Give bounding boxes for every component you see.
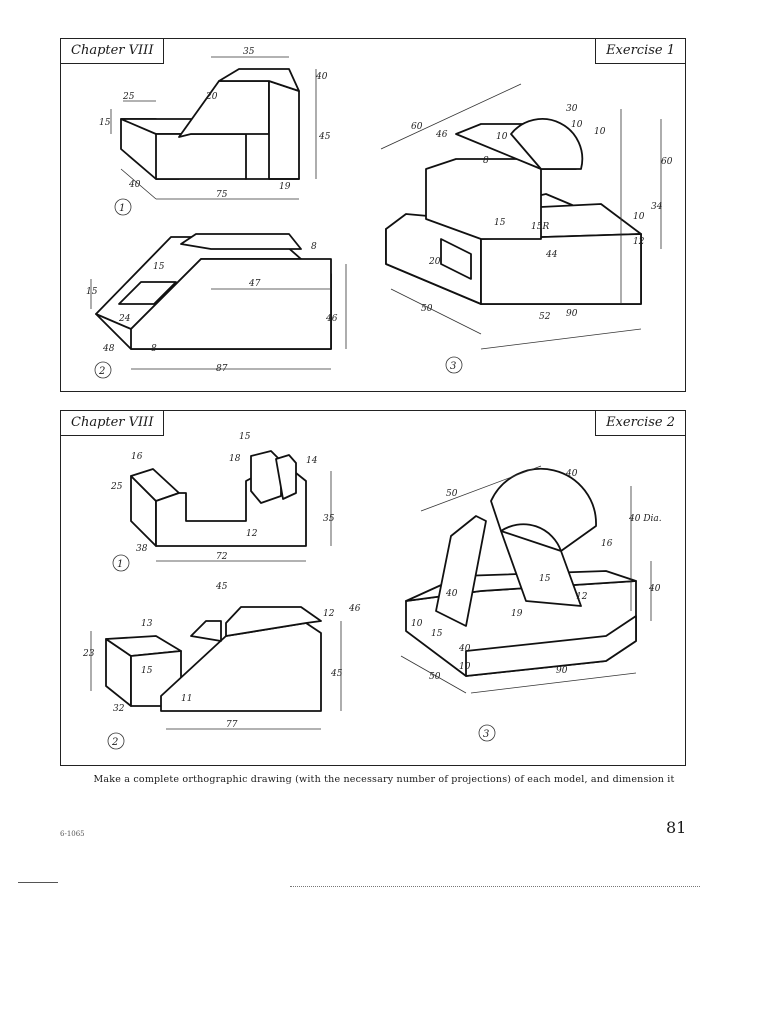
dimension-label: 40: [315, 72, 328, 82]
dimension-label: 16: [601, 539, 613, 549]
dimension-label: 10: [411, 619, 423, 629]
dimension-label: 10: [496, 132, 508, 142]
dimension-label: 50: [421, 304, 433, 314]
dimension-label: 20: [205, 92, 218, 102]
dimension-label: 12: [633, 237, 645, 247]
dimension-label: 30: [566, 104, 578, 114]
model-number: 2: [111, 737, 118, 748]
dimension-label: 46: [348, 604, 361, 614]
dimension-label: 15: [153, 262, 165, 272]
dimension-label: 25: [110, 482, 123, 492]
model-number: 2: [98, 366, 105, 377]
chapter-label: Chapter VIII: [60, 410, 165, 436]
chapter-label: Chapter VIII: [60, 38, 165, 64]
instruction-caption: Make a complete orthographic drawing (wi…: [93, 774, 675, 785]
margin-mark: [18, 882, 58, 883]
dimension-label: 46: [325, 314, 338, 324]
dimension-label: 8: [151, 344, 157, 354]
dimension-label: 12: [246, 529, 258, 539]
dimension-label: 40 Dia.: [628, 514, 662, 524]
dimension-label: 10: [459, 662, 471, 672]
print-code: 6-1065: [60, 830, 85, 838]
dimension-label: 45: [318, 132, 331, 142]
dimension-label: 18: [229, 454, 241, 464]
dimension-label: 15: [494, 218, 506, 228]
model-number: 1: [119, 203, 125, 214]
dimension-label: 16: [131, 452, 143, 462]
dimension-label: 46: [435, 130, 448, 140]
dimension-label: 20: [428, 257, 441, 267]
dimension-label: 19: [511, 609, 523, 619]
dimension-label: 47: [248, 279, 261, 289]
dimension-label: 40: [648, 584, 661, 594]
exercise-2-drawings: 16 15 25 18 14 35 12 38 72 1 45 13 12: [82, 432, 662, 750]
dimension-label: 90: [556, 666, 568, 676]
dimension-label: 40: [445, 589, 458, 599]
exercise-panel-2: Chapter VIII Exercise 2 16 15 25 18 14 3…: [60, 410, 686, 766]
dimension-label: 50: [446, 489, 458, 499]
dimension-label: 10: [594, 127, 606, 137]
dimension-label: 12: [323, 609, 335, 619]
exercise-label: Exercise 2: [595, 410, 686, 436]
dimension-label: 45: [215, 582, 228, 592]
dimension-label: 44: [545, 250, 558, 260]
dimension-label: 45: [330, 669, 343, 679]
model-number: 3: [450, 361, 456, 372]
dimension-label: 40: [565, 469, 578, 479]
dimension-label: 11: [181, 694, 192, 704]
dimension-label: 90: [566, 309, 578, 319]
dimension-label: 50: [429, 672, 441, 682]
dimension-label: 15: [141, 666, 153, 676]
dimension-label: 52: [539, 312, 551, 322]
dimension-label: 15: [99, 118, 111, 128]
dimension-label: 87: [216, 364, 228, 374]
model-1-drawing: 16 15 25 18 14 35 12 38 72 1: [110, 432, 335, 572]
dimension-label: 75: [216, 190, 228, 200]
model-number: 3: [483, 729, 489, 740]
page-number: 81: [666, 818, 687, 837]
dimension-label: 48: [102, 344, 115, 354]
dimension-label: 40: [458, 644, 471, 654]
dimension-label: 15: [239, 432, 251, 442]
dimension-label: 24: [118, 314, 131, 324]
model-2-drawing: 45 13 12 46 23 15 45 11 32 77 2: [82, 582, 361, 750]
dimension-label: 19: [279, 182, 291, 192]
dimension-label: 12: [576, 592, 588, 602]
model-2-drawing: 8 15 15 47 24 48 46 8 87 2: [86, 233, 347, 379]
bottom-rule: [290, 886, 700, 887]
model-number: 1: [117, 559, 123, 570]
dimension-label: 8: [311, 242, 317, 252]
exercise-panel-1: Chapter VIII Exercise 1 35 25 20 40 15 4…: [60, 38, 686, 392]
dimension-label: 15R: [531, 222, 549, 232]
dimension-label: 10: [633, 212, 645, 222]
dimension-label: 15: [539, 574, 551, 584]
model-3-drawing: 60 46 30 10 10 10 8 60 15 15R 10 34 12 2…: [380, 83, 673, 374]
dimension-label: 35: [323, 514, 335, 524]
dimension-label: 40: [128, 180, 141, 190]
dimension-label: 60: [661, 157, 673, 167]
dimension-label: 23: [82, 649, 95, 659]
dimension-label: 72: [216, 552, 228, 562]
dimension-label: 38: [136, 544, 148, 554]
model-3-drawing: 40 50 40 Dia. 16 40 15 12 10 15 40 19 10…: [400, 465, 662, 742]
exercise-label: Exercise 1: [595, 38, 686, 64]
dimension-label: 77: [226, 720, 238, 730]
dimension-label: 32: [113, 704, 125, 714]
dimension-label: 15: [431, 629, 443, 639]
exercise-1-drawings: 35 25 20 40 15 45 40 75 19 1 8 15 15: [86, 47, 673, 379]
dimension-label: 25: [122, 92, 135, 102]
model-1-drawing: 35 25 20 40 15 45 40 75 19 1: [99, 47, 331, 216]
dimension-label: 60: [411, 122, 423, 132]
dimension-label: 15: [86, 287, 98, 297]
dimension-label: 10: [571, 120, 583, 130]
dimension-label: 8: [483, 156, 489, 166]
dimension-label: 14: [306, 456, 318, 466]
dimension-label: 34: [651, 202, 663, 212]
dimension-label: 35: [243, 47, 255, 57]
dimension-label: 13: [141, 619, 153, 629]
